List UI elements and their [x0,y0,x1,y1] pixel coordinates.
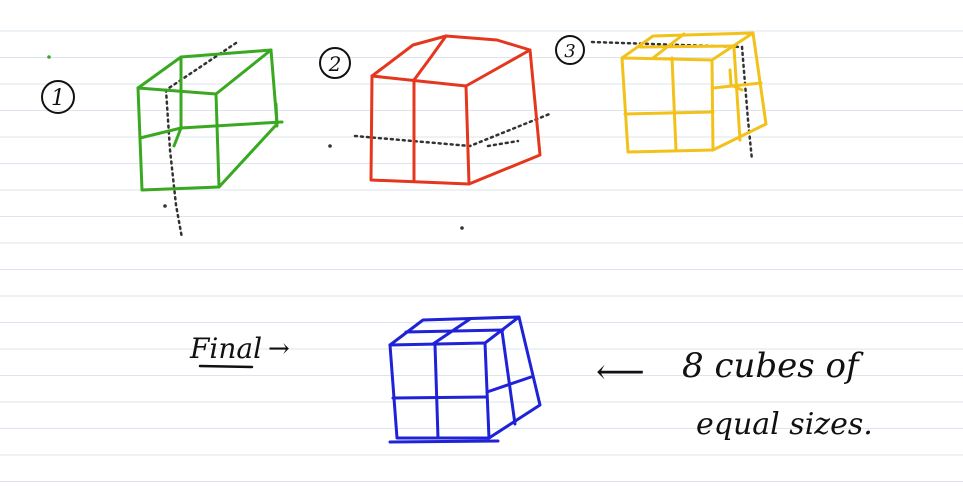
step-1-group: 1 [41,41,284,240]
final-label: Final [189,332,262,365]
step-1-cube [136,48,284,192]
final-group: Final → [189,315,542,444]
step-1-dot [163,204,167,208]
step-3-cube [620,31,768,154]
note-line-1: 8 cubes of [682,346,864,386]
final-underline [198,364,254,369]
step-2-cut-tail [486,139,520,148]
final-arrow: → [268,334,290,364]
ruled-lines [0,30,963,482]
final-cube [388,315,542,444]
note-arrow: ⟵ [596,352,645,392]
step-2-group: 2 [319,34,554,230]
step-1-number: 1 [51,86,65,111]
step-3-group: 3 [555,31,768,162]
step-2-cube [369,34,542,186]
note-line-2: equal sizes. [696,407,873,442]
step-2-number: 2 [328,52,342,76]
step-1-cut-line [164,41,238,240]
note-group: ⟵ 8 cubes of equal sizes. [596,346,873,442]
step-3-number: 3 [564,41,575,62]
step-2-dot-b [460,226,464,230]
step-1-number-circle [41,80,75,114]
step-2-number-circle [319,47,351,79]
step-3-number-circle [555,35,585,65]
step-1-green-dot [47,55,51,59]
step-2-cut-line [353,111,554,148]
step-2-dot-a [328,144,332,148]
